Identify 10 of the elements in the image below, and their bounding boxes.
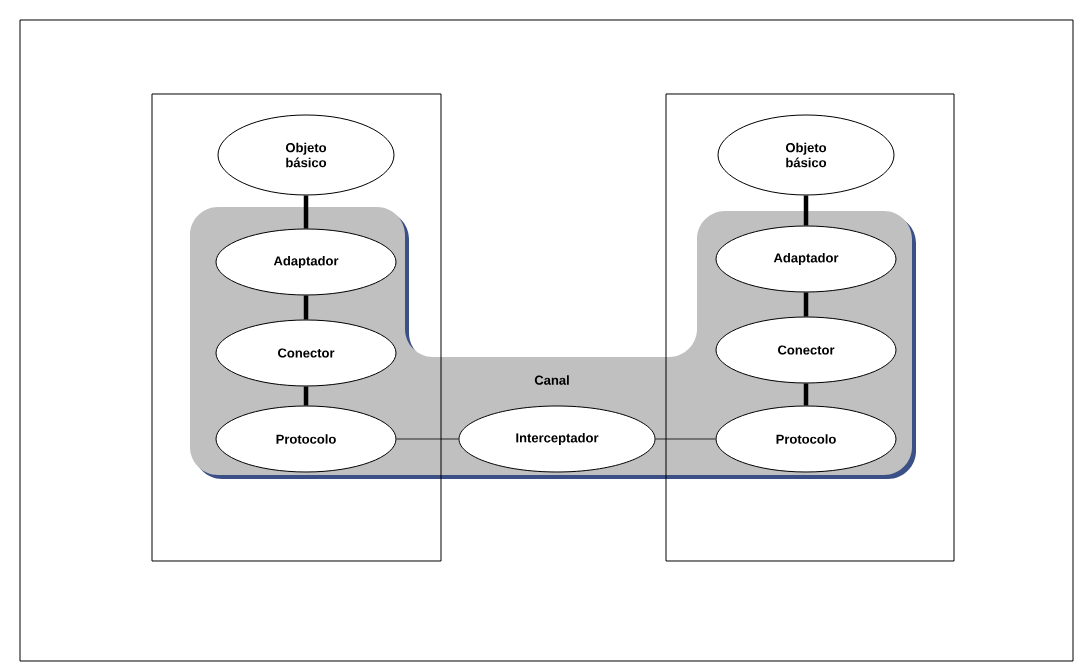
connector-line [303,295,309,320]
container-box [665,93,955,562]
connector-line [396,438,459,440]
connector-line [803,292,809,317]
connector-line [803,383,809,406]
connector-line [655,438,716,440]
connector-line [303,195,309,229]
container-box [151,93,442,562]
connector-line [803,195,809,226]
connector-line [303,386,309,406]
